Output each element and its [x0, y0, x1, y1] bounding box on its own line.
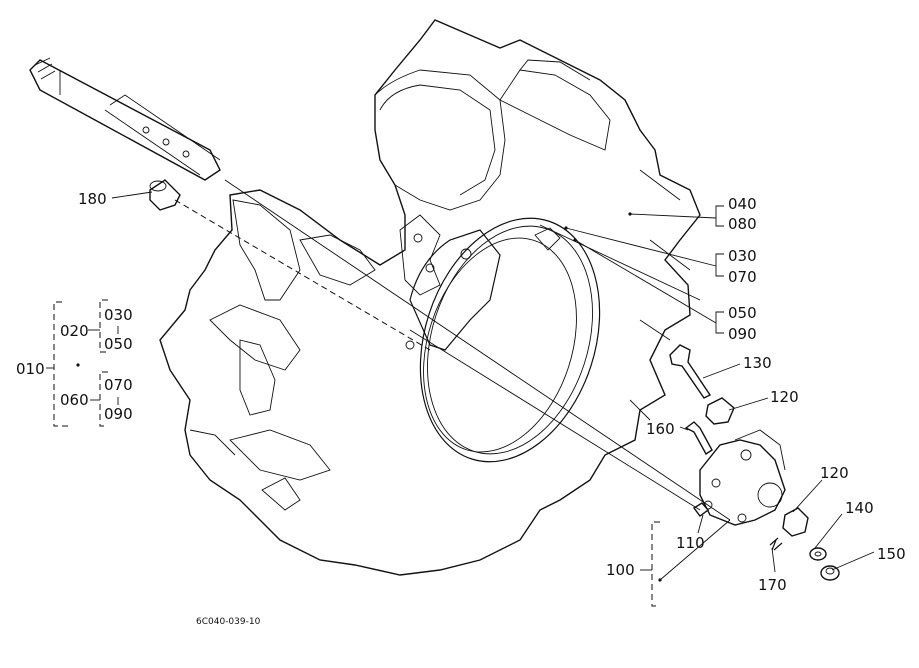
- bolt-part-130: [669, 344, 712, 399]
- nut-part-120-lower: [782, 507, 809, 537]
- callout-050-right: 050: [728, 304, 757, 322]
- cap-part-150: [820, 565, 840, 581]
- callout-brackets: [46, 205, 724, 607]
- callout-150: 150: [877, 545, 906, 563]
- bolt-part-160: [684, 421, 713, 456]
- hub-assembly: [699, 429, 786, 526]
- callout-180: 180: [78, 190, 107, 208]
- washer-part-140: [809, 547, 827, 561]
- callout-170: 170: [758, 576, 787, 594]
- callout-120-upper: 120: [770, 388, 799, 406]
- bolt-part-110: [692, 502, 710, 517]
- callout-labels: 010 020 030 050 060 070 090 180 040 080 …: [16, 190, 906, 627]
- callout-090-right: 090: [728, 325, 757, 343]
- callout-060: 060: [60, 391, 89, 409]
- tire-illustration: [159, 19, 701, 576]
- callout-080: 080: [728, 215, 757, 233]
- callout-070-right: 070: [728, 268, 757, 286]
- callout-030-left: 030: [104, 306, 133, 324]
- callout-130: 130: [743, 354, 772, 372]
- assembly-lines: [174, 179, 731, 521]
- pin-part-170: [769, 537, 783, 551]
- callout-050-left: 050: [104, 335, 133, 353]
- callout-020: 020: [60, 322, 89, 340]
- nut-part-120-upper: [705, 397, 735, 425]
- callout-110: 110: [676, 534, 705, 552]
- callout-070-left: 070: [104, 376, 133, 394]
- callout-010: 010: [16, 360, 45, 378]
- leader-lines: [111, 191, 875, 582]
- drawing-number: 6C040-039-10: [196, 617, 261, 627]
- callout-160: 160: [646, 420, 675, 438]
- axle-shaft: [29, 57, 221, 181]
- callout-140: 140: [845, 499, 874, 517]
- collar-part-180: [149, 179, 181, 211]
- callout-120-lower: 120: [820, 464, 849, 482]
- callout-100: 100: [606, 561, 635, 579]
- callout-040: 040: [728, 195, 757, 213]
- callout-030-right: 030: [728, 247, 757, 265]
- callout-090-left: 090: [104, 405, 133, 423]
- wheel-rim: [399, 214, 601, 463]
